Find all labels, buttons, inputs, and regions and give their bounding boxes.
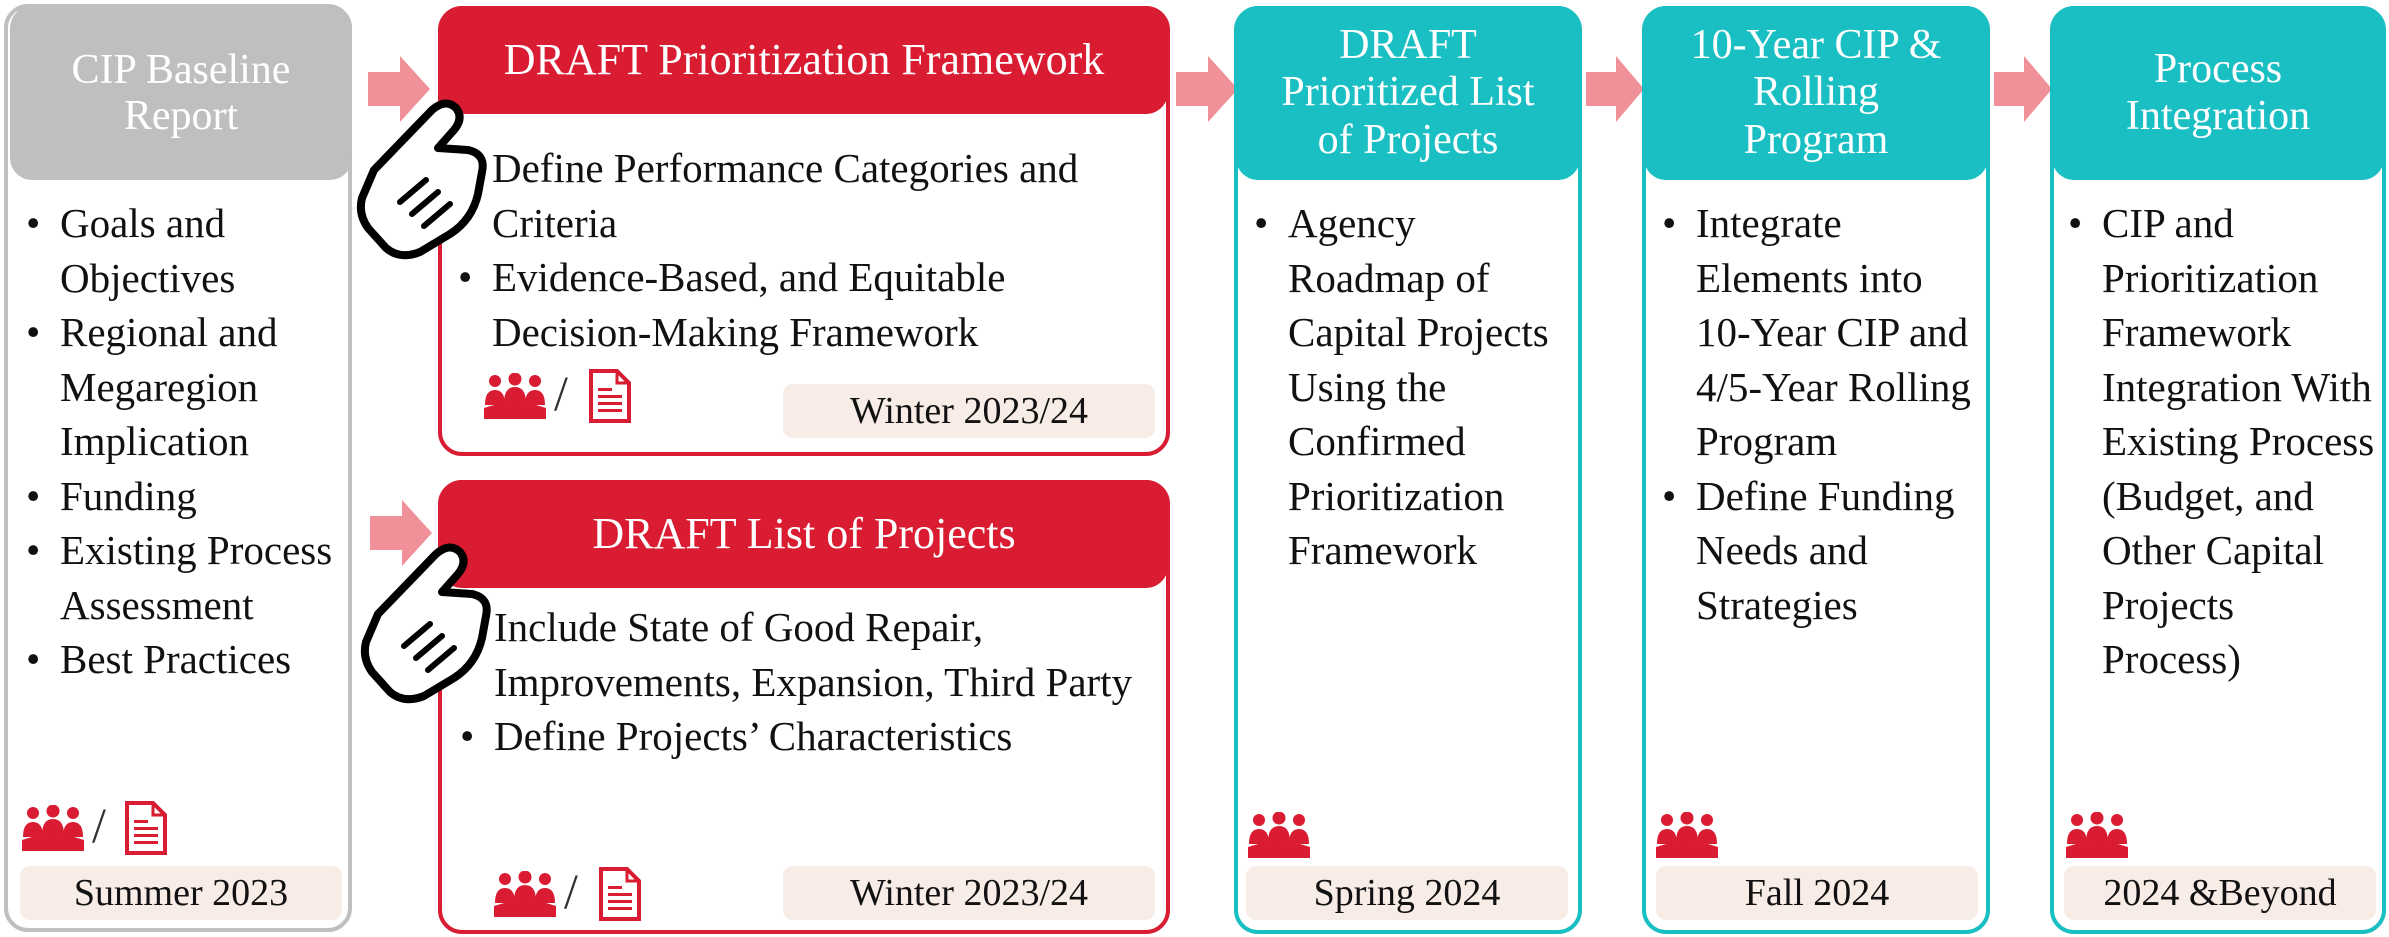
header-line: Report [123,93,239,139]
date-baseline: Summer 2023 [20,866,342,920]
header-framework: DRAFT Prioritization Framework [440,6,1168,114]
document-icon [589,369,631,423]
separator-slash: / [564,863,578,919]
header-line: Prioritized List [1281,69,1535,116]
people-group-icon [1248,812,1310,858]
bullet-item: Include State of Good Repair, Improvemen… [456,600,1156,709]
bullet-item: Best Practices [22,632,342,687]
bullets-cip10: Integrate Elements into 10-Year CIP and … [1658,196,1984,632]
hand-pointer-icon [360,543,491,704]
separator-slash: / [92,797,106,853]
document-icon [125,801,167,855]
header-line: Rolling [1752,69,1879,116]
bullet-item: Define Funding Needs and Strategies [1658,469,1984,633]
date-framework: Winter 2023/24 [783,384,1155,438]
date-prioritized: Spring 2024 [1246,866,1568,920]
people-group-icon [22,805,84,851]
header-line: Process [2153,45,2283,92]
bullet-item: Existing Process Assessment [22,523,342,632]
hand-pointer-icon [356,99,487,260]
bullet-item: Integrate Elements into 10-Year CIP and … [1658,196,1984,469]
bullet-item: Funding [22,469,342,524]
header-line: Integration [2125,93,2311,139]
header-line: DRAFT Prioritization Framework [503,34,1105,84]
date-projects: Winter 2023/24 [783,866,1155,920]
separator-slash: / [554,365,568,421]
header-line: DRAFT [1339,21,1477,68]
bullets-integration: CIP and Prioritization Framework Integra… [2064,196,2382,687]
right-arrow-icon [1994,56,2052,122]
right-arrow-icon [368,56,430,122]
bullets-framework: Define Performance Categories and Criter… [454,141,1154,359]
date-cip10: Fall 2024 [1656,866,1978,920]
people-group-icon [494,871,556,917]
people-group-icon [484,373,546,419]
header-line: 10-Year CIP & [1690,21,1942,68]
bullets-projects: Include State of Good Repair, Improvemen… [456,600,1156,764]
bullet-item: Define Projects’ Characteristics [456,709,1156,764]
right-arrow-icon [1176,56,1238,122]
bullet-item: Evidence-Based, and Equitable Decision-M… [454,250,1154,359]
people-group-icon [2066,812,2128,858]
bullet-item: Agency Roadmap of Capital Projects Using… [1250,196,1576,578]
bullets-prioritized: Agency Roadmap of Capital Projects Using… [1250,196,1576,578]
document-icon [599,867,641,921]
right-arrow-icon [370,500,432,566]
header-projects: DRAFT List of Projects [440,480,1168,588]
people-group-icon [1656,812,1718,858]
header-line: CIP Baseline [71,46,291,93]
header-line: of Projects [1317,116,1499,163]
bullet-item: Goals and Objectives [22,196,342,305]
right-arrow-icon [1586,56,1644,122]
header-line: DRAFT List of Projects [592,508,1016,558]
bullet-item: Define Performance Categories and Criter… [454,141,1154,250]
header-line: Program [1743,116,1889,163]
bullet-item: CIP and Prioritization Framework Integra… [2064,196,2382,687]
bullet-item: Regional and Megaregion Implication [22,305,342,469]
bullets-baseline: Goals and Objectives Regional and Megare… [22,196,342,687]
date-integration: 2024 &Beyond [2064,866,2376,920]
